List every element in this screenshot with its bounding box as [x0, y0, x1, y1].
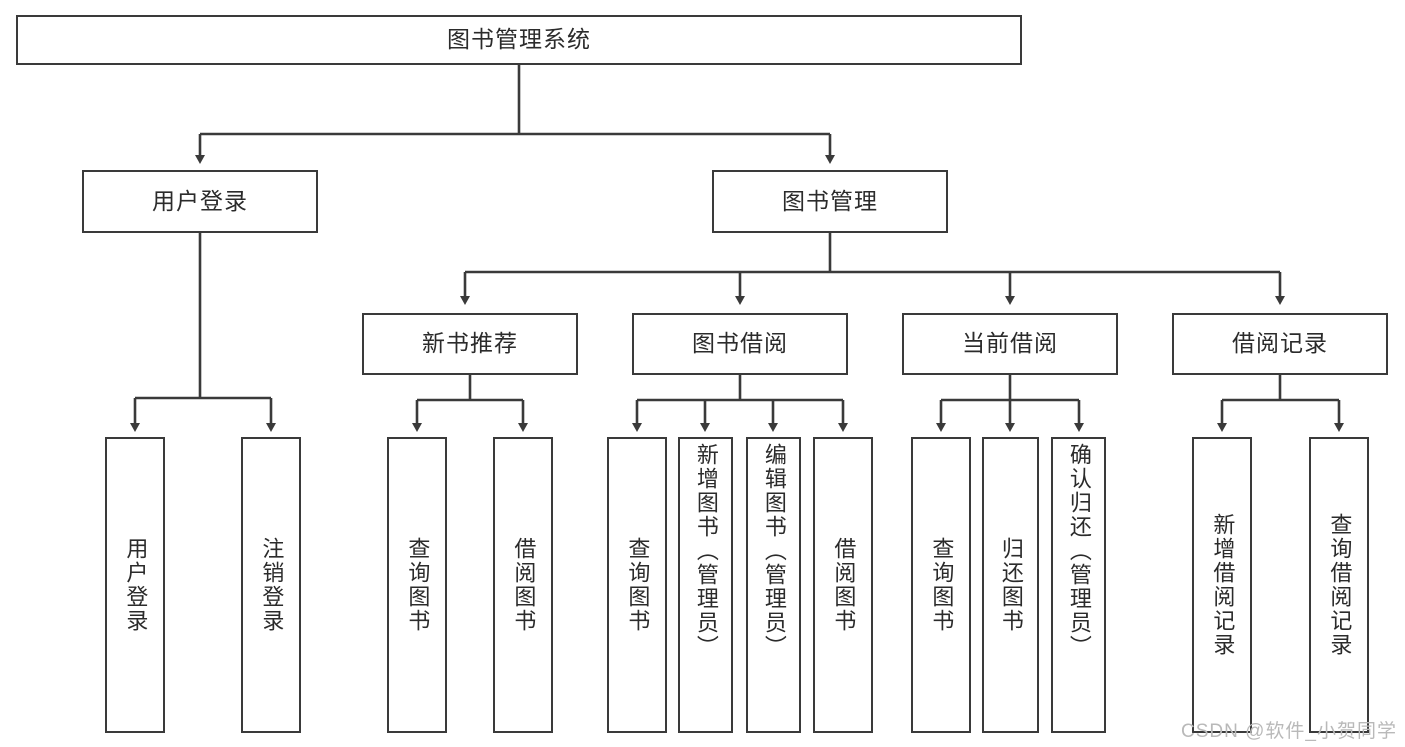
node-current-borrow[interactable]: 当前借阅	[902, 313, 1118, 375]
node-book-borrow[interactable]: 图书借阅	[632, 313, 848, 375]
leaf-user-logout[interactable]: 注销登录	[241, 437, 301, 733]
node-book-management[interactable]: 图书管理	[712, 170, 948, 233]
leaf-add-book-admin[interactable]: 新增图书（管理员）	[678, 437, 733, 733]
csdn-watermark: CSDN @软件_小贺同学	[1181, 721, 1397, 742]
leaf-query-book-recommend[interactable]: 查询图书	[387, 437, 447, 733]
leaf-add-borrow-record[interactable]: 新增借阅记录	[1192, 437, 1252, 733]
leaf-query-book-current[interactable]: 查询图书	[911, 437, 971, 733]
leaf-confirm-return-admin[interactable]: 确认归还（管理员）	[1051, 437, 1106, 733]
node-user-login[interactable]: 用户登录	[82, 170, 318, 233]
node-root-system[interactable]: 图书管理系统	[16, 15, 1022, 65]
leaf-borrow-book[interactable]: 借阅图书	[813, 437, 873, 733]
leaf-edit-book-admin[interactable]: 编辑图书（管理员）	[746, 437, 801, 733]
leaf-user-login[interactable]: 用户登录	[105, 437, 165, 733]
node-borrow-record[interactable]: 借阅记录	[1172, 313, 1388, 375]
leaf-query-book-borrow[interactable]: 查询图书	[607, 437, 667, 733]
leaf-borrow-book-recommend[interactable]: 借阅图书	[493, 437, 553, 733]
node-new-book-recommend[interactable]: 新书推荐	[362, 313, 578, 375]
leaf-query-borrow-record[interactable]: 查询借阅记录	[1309, 437, 1369, 733]
leaf-return-book[interactable]: 归还图书	[982, 437, 1039, 733]
